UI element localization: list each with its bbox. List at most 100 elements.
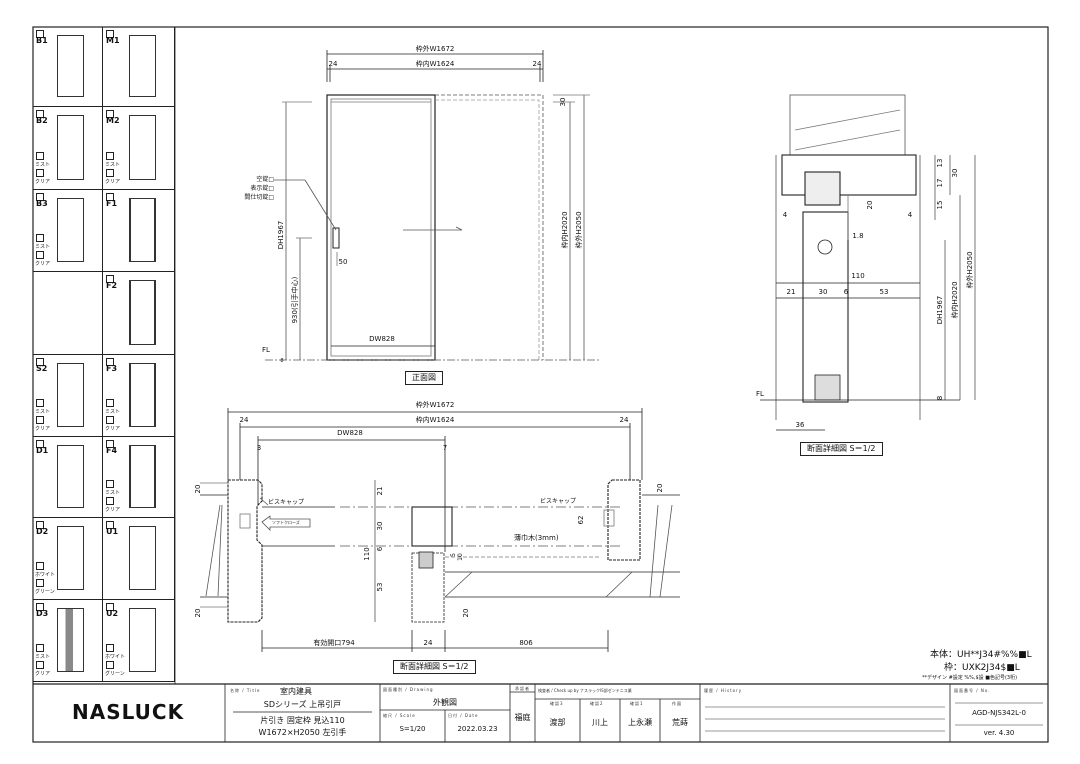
glass-option-checkbox[interactable] [106,644,114,652]
panel-style-checkbox[interactable] [106,110,114,118]
roller-screw-icon [817,239,833,255]
glass-option-label: ミスト [105,409,121,415]
panel-style-checkbox[interactable] [106,603,114,611]
drawing-type: 外観図 [433,698,457,707]
glass-option-checkbox[interactable] [106,399,114,407]
door-panel-thumbnail-icon [129,198,156,262]
front-handle-offset: 50 [338,258,348,266]
panel-style-code: F3 [106,364,118,373]
panel-style-checkbox[interactable] [106,358,114,366]
panel-style-code: F4 [106,446,118,455]
panel-style-checkbox[interactable] [36,110,44,118]
checker-role-4: 作図 [672,701,682,706]
panel-style-checkbox[interactable] [36,440,44,448]
glass-option-label: クリア [35,426,51,432]
glass-option-checkbox[interactable] [106,416,114,424]
spec-body: 本体：UH**J34#%%■L [930,650,1032,660]
date-label: 日付 / Date [448,713,479,718]
panel-style-checkbox[interactable] [36,30,44,38]
glass-option-checkbox[interactable] [106,152,114,160]
glass-option-checkbox[interactable] [36,169,44,177]
section-dim-21: 21 [786,288,796,296]
glass-option-label: ホワイト [35,572,56,578]
glass-option-label: グリーン [35,589,55,595]
glass-option-checkbox[interactable] [36,644,44,652]
plan-dim-20-c: 20 [656,483,664,493]
glass-option-checkbox[interactable] [106,480,114,488]
plan-inner-width: 枠内W1624 [415,416,455,424]
section-dim-8: 8 [936,395,944,401]
panel-style-code: B2 [36,116,48,125]
panel-style-checkbox[interactable] [106,440,114,448]
glass-option-label: ミスト [105,162,121,168]
panel-style-cell: B1 [33,27,103,107]
panel-style-checkbox[interactable] [36,603,44,611]
checker-role-1: 確認3 [550,701,564,706]
door-panel-thumbnail-icon [57,35,84,97]
glass-option-checkbox[interactable] [36,399,44,407]
glass-option-label: クリア [35,671,51,677]
door-panel-thumbnail-icon [129,608,156,672]
panel-style-code: F1 [106,199,118,208]
panel-style-code: B1 [36,36,48,45]
slide-direction-arrow [403,226,463,231]
title-block-lines [224,684,1043,742]
panel-style-checkbox[interactable] [36,358,44,366]
glass-option-label: ミスト [35,162,51,168]
plan-dim-20-d: 20 [462,608,470,618]
front-view-title: 正面図 [405,371,443,385]
drawing-version: ver. 4.30 [983,729,1015,737]
front-inner-height: 枠内H2020 [561,211,569,249]
section-dim-13: 13 [936,158,944,168]
section-dim-4-left: 4 [782,211,788,219]
panel-style-cell: U1 [103,518,175,600]
panel-style-checkbox[interactable] [106,275,114,283]
panel-style-checkbox[interactable] [106,193,114,201]
checker-role-3: 確認1 [630,701,644,706]
glass-option-checkbox[interactable] [36,416,44,424]
plan-dim-806: 806 [519,639,533,647]
glass-option-checkbox[interactable] [36,562,44,570]
door-panel-thumbnail-icon [57,526,84,590]
section-dim-6: 6 [843,288,849,296]
title-line-2: SDシリーズ 上吊引戸 [263,700,342,709]
section-fl: FL [756,390,764,398]
glass-option-checkbox[interactable] [36,579,44,587]
plan-dim-20-b: 20 [194,608,202,618]
door-panel-thumbnail-icon [129,280,156,345]
glass-option-label: ミスト [35,244,51,250]
baseboard-label: 薄巾木(3mm) [514,534,559,542]
front-outer-height: 枠外H2050 [575,211,583,249]
panel-style-checkbox[interactable] [36,193,44,201]
check-label: 検査者 / Check up by ナスラックIS部ゼンテニス業 [538,688,632,693]
glass-option-label: クリア [35,261,51,267]
glass-option-checkbox[interactable] [36,251,44,259]
glass-option-label: クリア [105,507,121,513]
glass-option-checkbox[interactable] [36,234,44,242]
glass-option-checkbox[interactable] [106,661,114,669]
panel-style-checkbox[interactable] [36,521,44,529]
door-handle-icon [332,227,340,249]
spec-note: **デザイン #設定 %%,$設 ■色記号(3桁) [922,675,1018,681]
vertical-section-title: 断面詳細図 S＝1/2 [800,442,883,456]
plan-dim-110: 110 [363,547,371,561]
scale-label: 縮尺 / Scale [383,713,416,718]
glass-option-checkbox[interactable] [106,497,114,505]
panel-style-checkbox[interactable] [106,30,114,38]
plan-outer-width: 枠外W1672 [415,401,455,409]
section-dim-17: 17 [936,178,944,188]
plan-door-width: DW828 [337,429,363,437]
plan-section-title: 断面詳細図 S＝1/2 [393,660,476,674]
scale-value: S=1/20 [399,725,426,733]
panel-style-checkbox[interactable] [106,521,114,529]
front-outer-width: 枠外W1672 [415,45,455,53]
panel-style-code: U1 [106,527,119,536]
checker-name-4: 荒蒔 [672,718,688,727]
front-side-b: 24 [532,60,542,68]
glass-option-checkbox[interactable] [36,152,44,160]
glass-option-checkbox[interactable] [36,661,44,669]
glass-option-checkbox[interactable] [106,169,114,177]
